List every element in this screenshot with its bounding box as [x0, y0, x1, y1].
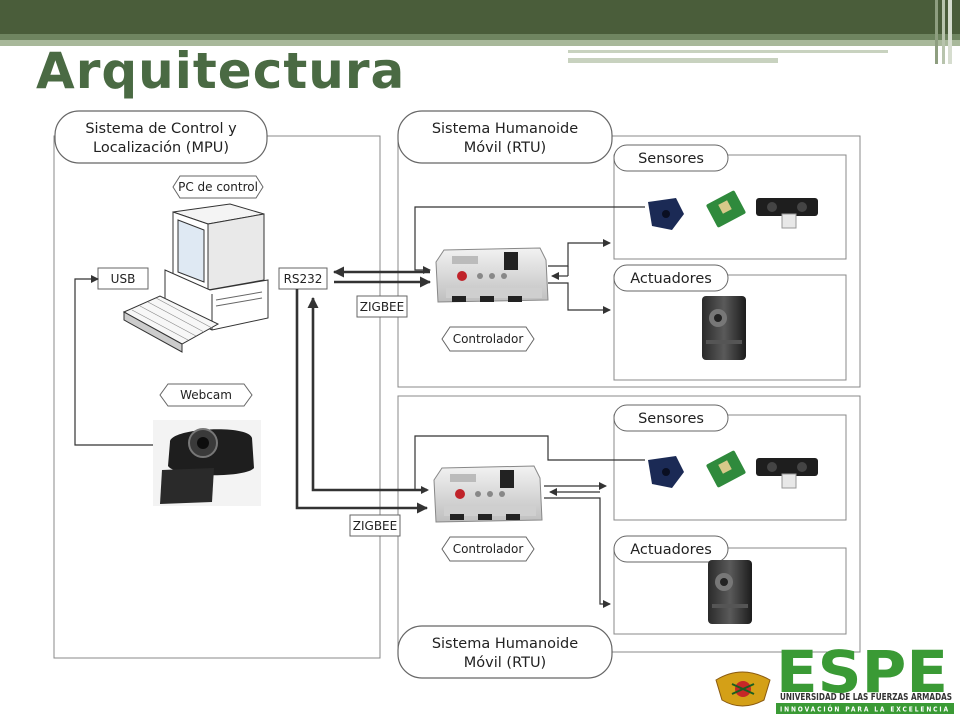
- rtu-top-servo-icon: [702, 296, 746, 360]
- rtu-bottom-actuators-label: Actuadores: [630, 542, 712, 558]
- pc-label-box: [172, 175, 264, 199]
- rtu-bottom-zigbee-label: ZIGBEE: [353, 519, 397, 533]
- webcam-label-box: [159, 383, 253, 407]
- rs232-box: [278, 267, 328, 290]
- pc-label: PC de control: [178, 180, 258, 194]
- logo-text: ESPE: [776, 638, 948, 706]
- rtu-bottom-panel: Sensores Actuadores: [349, 395, 861, 679]
- mpu-title-box: [54, 110, 268, 164]
- rtu-top-title-line2: Móvil (RTU): [464, 140, 546, 156]
- rtu-bottom-sensors-icons: [648, 450, 818, 489]
- rtu-bottom-controller-icon: [433, 465, 543, 523]
- header-bar: [0, 0, 960, 64]
- coat-of-arms-icon: [715, 671, 771, 707]
- mpu-title-line2: Localización (MPU): [93, 140, 229, 156]
- rtu-top-zigbee-label: ZIGBEE: [360, 300, 404, 314]
- page-title: Arquitectura: [36, 42, 406, 100]
- rtu-top-controller-box: [441, 326, 535, 352]
- espe-logo: ESPE UNIVERSIDAD DE LAS FUERZAS ARMADAS …: [715, 638, 954, 714]
- rtu-bottom-zigbee-box: [349, 514, 401, 537]
- rtu-top-panel: Sistema Humanoide Móvil (RTU) Sensores A…: [356, 110, 861, 388]
- rtu-top-zigbee-box: [356, 295, 408, 318]
- rtu-bottom-title-line1: Sistema Humanoide: [432, 636, 578, 652]
- rtu-top-actuators-box: [613, 264, 729, 292]
- webcam-label: Webcam: [180, 388, 232, 402]
- rtu-bottom-title-box: [397, 625, 613, 679]
- rtu-top-sensors-label: Sensores: [638, 151, 704, 167]
- computer-icon: [122, 203, 269, 353]
- rtu-bottom-title-line2: Móvil (RTU): [464, 655, 546, 671]
- mpu-title-line1: Sistema de Control y: [85, 121, 237, 137]
- rtu-bottom-sensors-box: [613, 404, 729, 432]
- rtu-top-sensors-icons: [648, 190, 818, 230]
- rtu-top-title-box: [397, 110, 613, 164]
- rtu-bottom-actuators-box: [613, 535, 729, 563]
- rtu-bottom-sensors-label: Sensores: [638, 411, 704, 427]
- communication-links: [295, 266, 431, 514]
- rs232-label: RS232: [284, 272, 323, 286]
- rtu-top-controller-icon: [435, 247, 549, 303]
- rtu-top-controller-label: Controlador: [453, 332, 524, 346]
- mpu-panel: Sistema de Control y Localización (MPU) …: [53, 110, 381, 659]
- rtu-top-actuators-label: Actuadores: [630, 271, 712, 287]
- rtu-bottom-controller-label: Controlador: [453, 542, 524, 556]
- usb-label: USB: [111, 272, 136, 286]
- rtu-top-title-line1: Sistema Humanoide: [432, 121, 578, 137]
- logo-university: UNIVERSIDAD DE LAS FUERZAS ARMADAS: [780, 692, 952, 703]
- rtu-top-sensors-box: [613, 144, 729, 172]
- rtu-bottom-controller-box: [441, 536, 535, 562]
- header-decoration: [0, 0, 960, 64]
- logo-motto: INNOVACIÓN PARA LA EXCELENCIA: [780, 705, 950, 714]
- rtu-bottom-servo-icon: [708, 560, 752, 624]
- webcam-icon: [153, 420, 261, 506]
